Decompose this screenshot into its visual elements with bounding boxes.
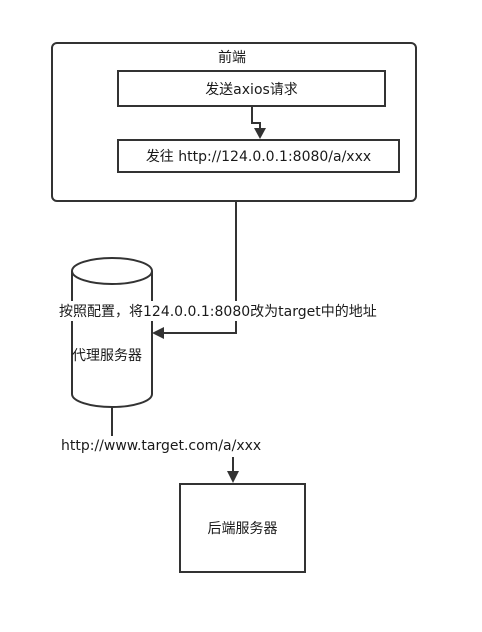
send-to-url-label: 发往 http://124.0.0.1:8080/a/xxx <box>145 149 372 165</box>
send-axios-request-label: 发送axios请求 <box>205 81 298 98</box>
frontend-title: 前端 <box>218 50 246 66</box>
arrow-request-to-send <box>251 107 266 139</box>
proxy-server-label: 代理服务器 <box>72 348 142 364</box>
backend-server-label: 后端服务器 <box>207 521 278 537</box>
rewrite-note: 按照配置，将124.0.0.1:8080改为target中的地址 <box>59 301 377 321</box>
proxy-server-cylinder <box>71 257 153 408</box>
send-to-url-box: 发往 http://124.0.0.1:8080/a/xxx <box>117 139 400 173</box>
arrow-frontend-to-proxy <box>152 202 237 339</box>
forward-url-label: http://www.target.com/a/xxx <box>61 438 262 454</box>
arrow-url-to-backend <box>227 457 239 483</box>
send-axios-request-box: 发送axios请求 <box>117 70 386 107</box>
frontend-container <box>51 42 417 202</box>
backend-server-box: 后端服务器 <box>179 483 306 573</box>
